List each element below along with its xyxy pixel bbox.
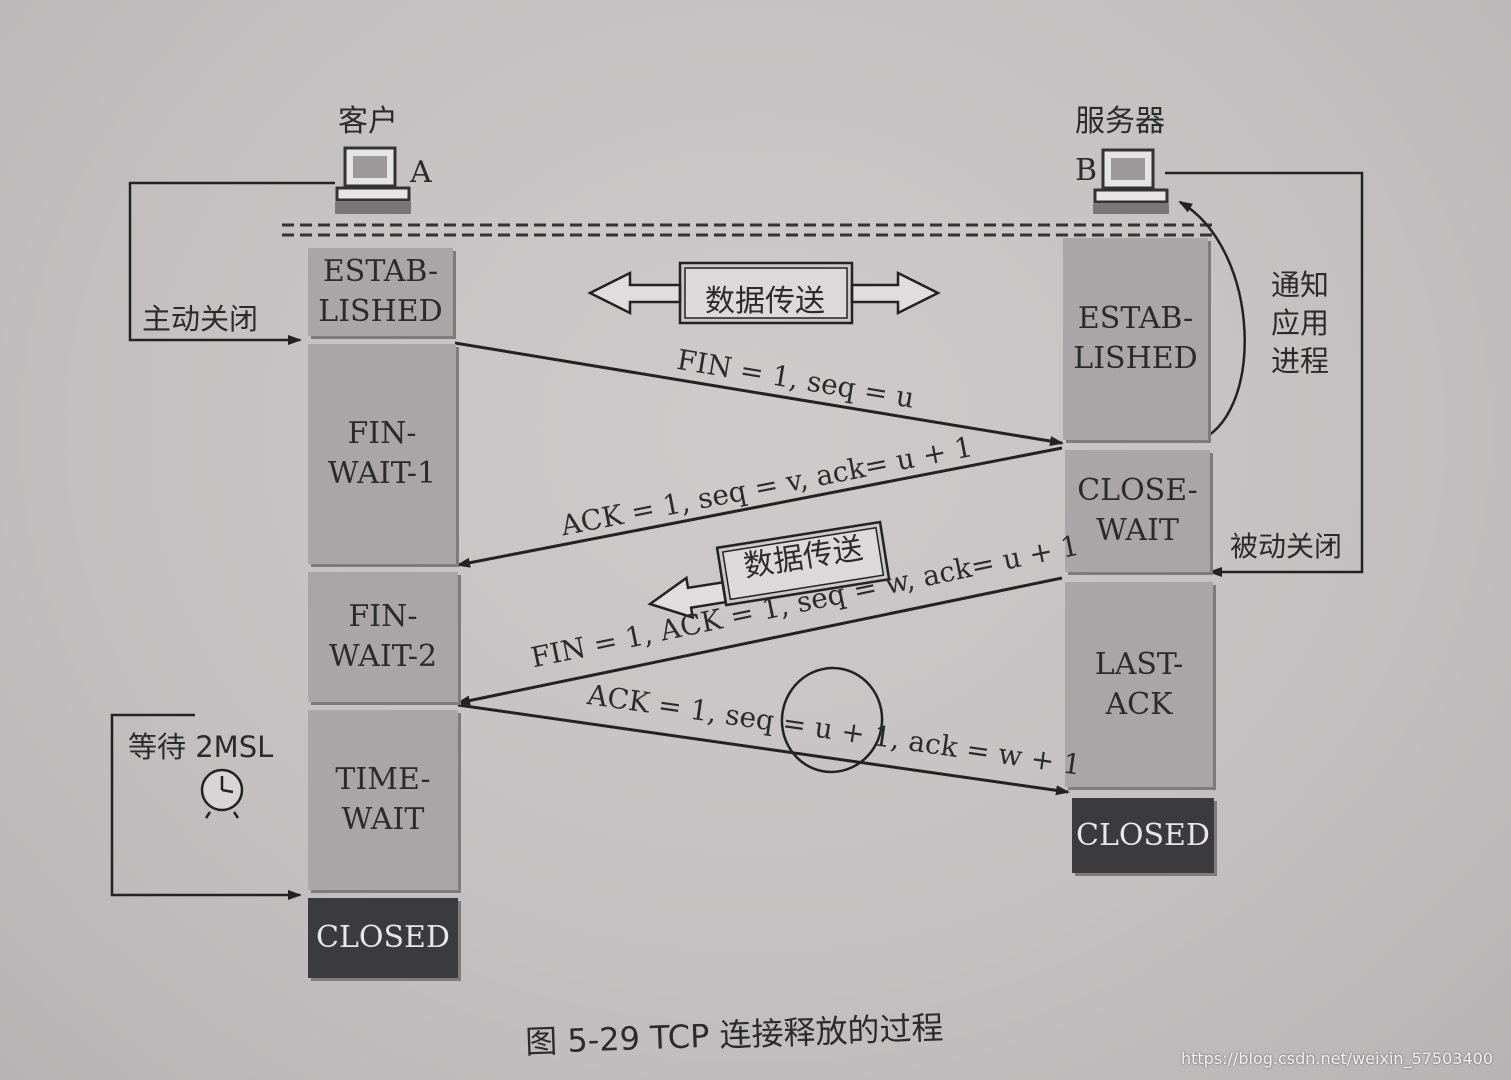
- ack-arrow: [456, 446, 1063, 568]
- notify-app-label: 通知应用进程: [1265, 266, 1335, 380]
- text-line: 进程: [1270, 344, 1329, 378]
- server-state-established: ESTAB- LISHED: [1063, 238, 1208, 440]
- client-title: 客户: [338, 104, 398, 139]
- text-line: 应用: [1270, 306, 1329, 340]
- server-title: 服务器: [1075, 104, 1165, 139]
- connection-dashed-line: [282, 223, 1215, 237]
- watermark: https://blog.csdn.net/weixin_57503400: [1180, 1049, 1493, 1068]
- server-state-last-ack: LAST- ACK: [1065, 582, 1213, 787]
- passive-close-label: 被动关闭: [1230, 530, 1343, 563]
- active-close-label: 主动关闭: [142, 302, 259, 336]
- fin-ack-arrow: [456, 576, 1063, 706]
- client-state-fin-wait-2: FIN- WAIT-2: [308, 572, 458, 702]
- client-state-fin-wait-1: FIN- WAIT-1: [308, 344, 456, 564]
- client-state-closed: CLOSED: [308, 898, 458, 978]
- text-line: CLOSED: [316, 920, 450, 955]
- final-ack-arrow: [457, 703, 1070, 796]
- text-line: CLOSE-: [1077, 473, 1198, 508]
- client-state-established: ESTAB- LISHED: [308, 248, 453, 336]
- handdrawn-circle: [780, 666, 884, 774]
- server-state-close-wait: CLOSE- WAIT: [1065, 450, 1210, 572]
- text-line: WAIT-2: [328, 639, 438, 674]
- text-line: FIN-: [348, 599, 418, 634]
- text-line: LAST-: [1094, 646, 1184, 682]
- client-state-time-wait: TIME- WAIT: [308, 710, 458, 890]
- clock-icon: [200, 768, 244, 819]
- server-computer-icon: [1093, 148, 1169, 214]
- text-line: WAIT-1: [327, 456, 437, 491]
- data-transfer-label-top: 数据传送: [705, 284, 825, 319]
- fin-arrow: [454, 341, 1064, 446]
- text-line: 通知: [1270, 268, 1329, 302]
- client-computer-icon: [335, 146, 411, 214]
- data-transfer-left-arrow: [647, 520, 891, 620]
- text-line: CLOSED: [1076, 817, 1210, 853]
- active-close-arrow: [128, 181, 335, 345]
- text-line: LISHED: [1073, 341, 1198, 376]
- text-line: WAIT: [341, 802, 425, 837]
- text-line: LISHED: [318, 294, 443, 329]
- text-line: ESTAB-: [322, 254, 439, 289]
- wait-2msl-arrow: [110, 713, 302, 900]
- data-transfer-double-arrow: [587, 261, 941, 325]
- wait-2msl-label: 等待 2MSL: [128, 730, 274, 764]
- text-line: TIME-: [335, 762, 431, 797]
- server-id: B: [1075, 153, 1098, 188]
- passive-close-arrow: [1165, 171, 1364, 577]
- server-state-closed: CLOSED: [1072, 798, 1214, 873]
- text-line: WAIT: [1096, 513, 1179, 548]
- text-line: ESTAB-: [1077, 301, 1194, 336]
- text-line: FIN-: [347, 416, 417, 451]
- client-id: A: [410, 155, 432, 190]
- text-line: ACK: [1105, 686, 1173, 722]
- notify-app-arrow: [1178, 200, 1246, 444]
